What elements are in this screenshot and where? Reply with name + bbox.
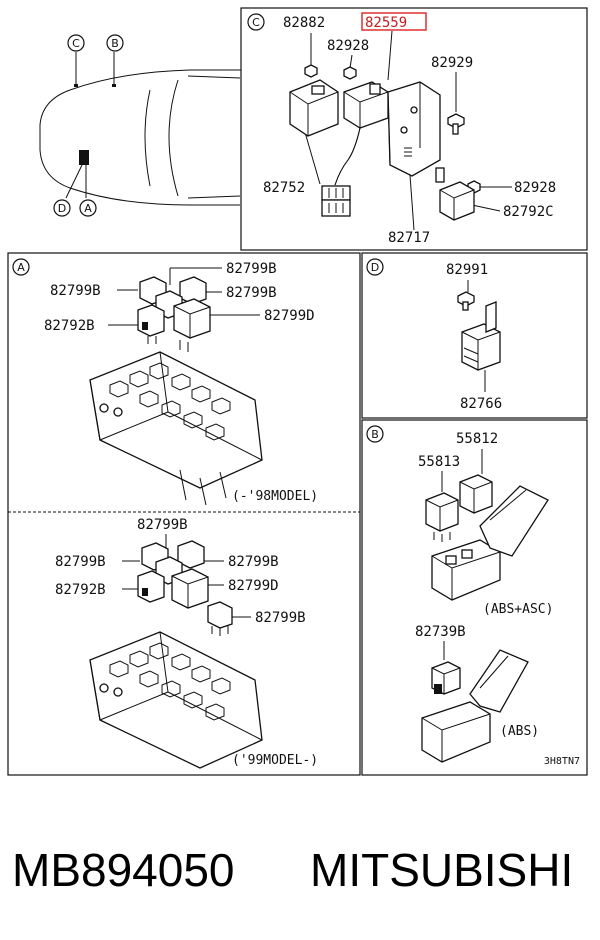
svg-text:A: A <box>17 261 25 274</box>
label-82929: 82929 <box>431 55 473 71</box>
part-82991-bolt <box>457 291 475 311</box>
location-a-mark <box>79 150 89 165</box>
fuse-box-bottom <box>89 631 263 769</box>
label-82928-top: 82928 <box>327 38 369 54</box>
relay-cluster-top <box>137 276 211 352</box>
part-number: MB894050 <box>12 844 235 896</box>
label-82739b: 82739B <box>415 624 466 640</box>
wiring-harness <box>321 127 361 217</box>
label-82882: 82882 <box>283 15 325 31</box>
relay-cluster-bottom <box>137 540 233 636</box>
location-c-mark <box>74 84 78 87</box>
label-82799b-top-1: 82799B <box>226 261 277 277</box>
relay-box-abs-asc <box>431 485 549 601</box>
panel-c-marker: C <box>247 13 265 31</box>
model-label-bottom: ('99MODEL-) <box>232 753 318 768</box>
label-82799b-bot-3: 82799B <box>228 554 279 570</box>
panel-b-marker: B <box>366 425 384 443</box>
label-abs-asc: (ABS+ASC) <box>483 602 553 617</box>
label-82799b-top-3: 82799B <box>226 285 277 301</box>
svg-text:B: B <box>371 428 379 441</box>
fuse-box-top <box>89 351 263 506</box>
marker-c-car: C <box>67 34 85 52</box>
svg-text:D: D <box>58 202 66 215</box>
label-82792c: 82792C <box>503 204 554 220</box>
label-82559: 82559 <box>365 15 407 31</box>
marker-d-car: D <box>53 199 71 217</box>
panel-a-marker: A <box>12 258 30 276</box>
label-82717: 82717 <box>388 230 430 246</box>
part-55812-relay <box>459 474 493 514</box>
label-abs: (ABS) <box>500 724 539 739</box>
label-55813: 55813 <box>418 454 460 470</box>
panel-b: B 55812 55813 (ABS+ASC) 82739B (ABS) <box>361 419 588 776</box>
label-82991: 82991 <box>446 262 488 278</box>
part-55813-relay <box>425 492 459 542</box>
panel-a: A 82799B 82799B 82799B 82792B 82799D (-'… <box>7 252 361 776</box>
part-82928-nut <box>343 66 357 80</box>
brand-name: MITSUBISHI <box>310 844 574 896</box>
highlight-box-82559 <box>361 12 427 31</box>
svg-text:A: A <box>84 202 92 215</box>
label-82752: 82752 <box>263 180 305 196</box>
label-82799b-bot-2: 82799B <box>55 554 106 570</box>
panel-d: D 82991 82766 <box>361 252 588 419</box>
relay-box-abs <box>421 649 529 763</box>
panel-c: C 82882 82559 82928 82929 82752 82928 82… <box>240 7 588 251</box>
part-82766-relay <box>461 301 501 371</box>
marker-b-car: B <box>106 34 124 52</box>
label-55812: 55812 <box>456 431 498 447</box>
svg-text:C: C <box>72 37 80 50</box>
label-82792b-top: 82792B <box>44 318 95 334</box>
part-82882-nut <box>304 64 318 78</box>
marker-a-car: A <box>79 199 97 217</box>
label-82799b-bot-1: 82799B <box>137 517 188 533</box>
diagram-code: 3H8TN7 <box>544 756 580 767</box>
svg-text:C: C <box>252 16 260 29</box>
location-b-mark <box>112 84 116 87</box>
label-82799b-top-2: 82799B <box>50 283 101 299</box>
svg-text:D: D <box>371 261 379 274</box>
label-82766: 82766 <box>460 396 502 412</box>
part-82717-bracket <box>387 81 441 177</box>
label-82799b-bot-4: 82799B <box>255 610 306 626</box>
parts-diagram: C B D A C 82882 82559 82928 82929 82752 … <box>7 7 588 776</box>
part-82792c-relay <box>435 167 475 221</box>
svg-text:B: B <box>111 37 119 50</box>
part-82752-relay <box>289 79 339 137</box>
part-82929-bolt <box>447 113 465 135</box>
car-outline: C B D A <box>39 34 241 217</box>
model-label-top: (-'98MODEL) <box>232 489 318 504</box>
part-82739b-relay <box>431 661 461 695</box>
part-82559-relay <box>343 81 389 129</box>
label-82792b-bot: 82792B <box>55 582 106 598</box>
panel-d-marker: D <box>366 258 384 276</box>
label-82928-right: 82928 <box>514 180 556 196</box>
caption: MB894050 MITSUBISHI <box>0 830 600 910</box>
label-82799d-top: 82799D <box>264 308 315 324</box>
label-82799d-bot: 82799D <box>228 578 279 594</box>
